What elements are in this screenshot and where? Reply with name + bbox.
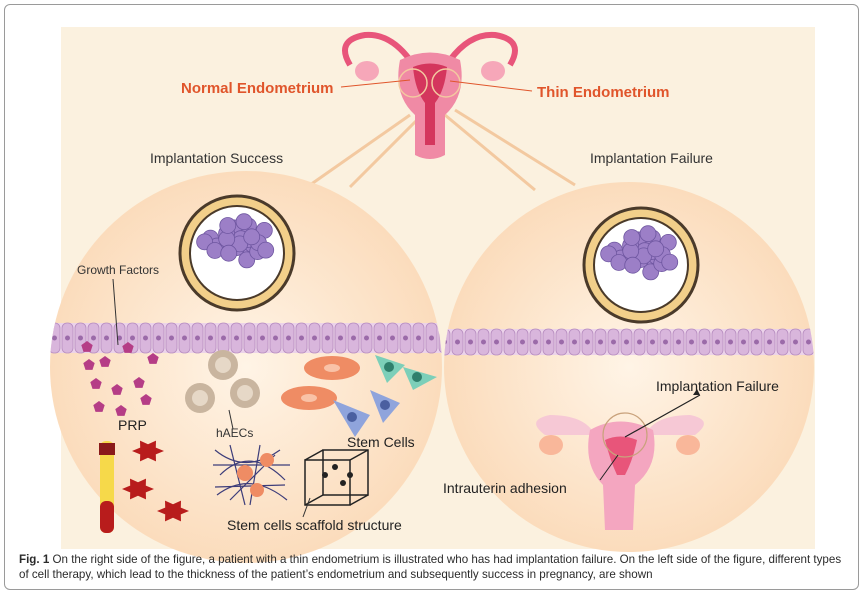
normal-endometrium-label: Normal Endometrium [181,80,334,97]
growth-factor-shape [111,384,123,395]
embryo-right-icon [582,206,700,324]
connector-lines [309,108,576,192]
platelet-cell [132,440,164,462]
prp-label: PRP [118,417,147,433]
growth-factors-label: Growth Factors [77,263,160,277]
growth-factor-shape [133,377,145,388]
growth-factor-shape [90,378,102,389]
haecs-label: hAECs [216,426,254,440]
embryo-cell [624,256,642,274]
implantation-failure-circle [444,182,814,552]
epithelial-cell [816,329,827,355]
growth-factor-shape [147,353,159,364]
platelet-cell [122,478,154,500]
growth-factor-shape [99,356,111,367]
implantation-success-heading: Implantation Success [150,150,284,166]
embryo-cell [610,254,628,271]
growth-factor-shape [81,341,93,352]
embryo-left-icon [178,194,296,312]
implantation-failure-arrow-label: Implantation Failure [656,378,779,394]
embryo-cell [220,244,238,262]
epithelial-cell [829,329,840,355]
platelet-cell [157,500,189,522]
stem-cells-icon [281,355,437,437]
embryo-cell [206,242,224,259]
scaffold-label: Stem cells scaffold structure [227,517,402,533]
embryo-cell [235,213,253,231]
caption-prefix: Fig. 1 [19,553,50,566]
embryo-cell [243,228,261,246]
growth-factor-pentagons [81,341,159,416]
growth-factor-shape [93,401,105,412]
caption-text: On the right side of the figure, a patie… [19,553,842,581]
embryo-cell [623,229,641,246]
prp-tube-icon [99,441,115,533]
stem-cells-label: Stem Cells [347,434,415,450]
growth-factor-shape [140,394,152,405]
uterus-adhesion-icon [536,389,704,530]
epithelium-layer-right [444,328,840,356]
embryo-cell [647,240,665,258]
implantation-failure-heading: Implantation Failure [590,150,713,166]
intrauterine-adhesion-label: Intrauterin adhesion [443,480,567,496]
epithelium-layer-left [50,322,442,354]
scaffold-structure-icon [213,444,369,518]
growth-factor-shape [122,342,134,353]
platelet-cells [122,440,189,522]
growth-factor-shape [115,405,127,416]
growth-factor-pointer [112,278,119,346]
thin-endometrium-label: Thin Endometrium [537,84,670,101]
embryo-cell [257,241,275,259]
uterus-top-icon [340,31,533,159]
figure-frame: Normal Endometrium Thin Endometrium Impl… [4,4,859,590]
embryo-cell [639,225,657,243]
embryo-cell [661,253,679,271]
implantation-success-circle [50,171,442,563]
embryo-cell [219,217,237,234]
haec-cells-icon [185,350,260,430]
figure-caption: Fig. 1 On the right side of the figure, … [19,552,849,582]
growth-factor-shape [83,359,95,370]
figure-illustration [50,31,840,563]
